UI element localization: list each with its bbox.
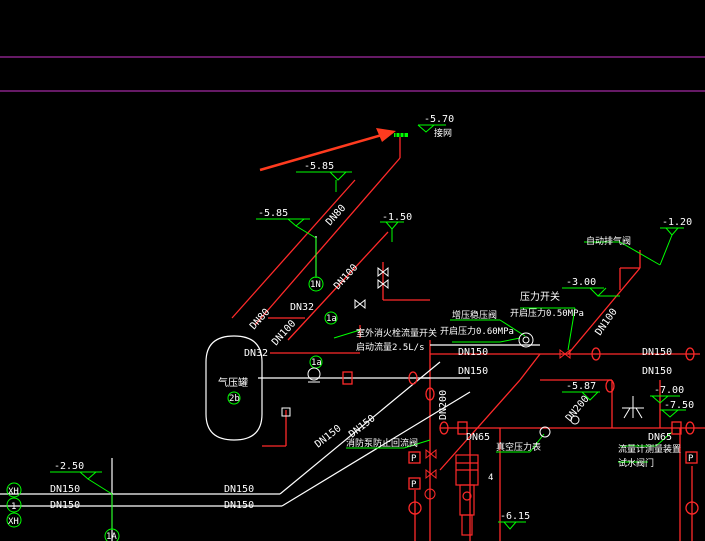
gate-valve-label: 试水阀门 (618, 457, 654, 469)
pipe-letter-b: XH (8, 517, 19, 527)
riser-tag: 1N (310, 280, 321, 290)
elevation-left-main: -2.50 (54, 461, 84, 472)
pipe-label-dn150-d: DN150 (642, 366, 672, 377)
exhaust-valve-label: 自动排气阀 (586, 235, 631, 247)
elevation-riser-top: -1.50 (382, 212, 412, 223)
red-pipe-network (231, 137, 705, 541)
elevation-right-mid: -3.00 (566, 277, 596, 288)
flow-switch-label-a: 室外消火栓流量开关 (356, 327, 437, 339)
separator-tag-2: 1a (311, 358, 322, 368)
red-fittings (342, 347, 699, 541)
tag-circles (6, 276, 338, 541)
pressure-switch-setting: 开启压力0.50MPa (510, 307, 584, 319)
green-leader-lines (50, 124, 686, 530)
pipe-label-dn150-b: DN150 (458, 366, 488, 377)
pipe-label-dn150-main1: DN150 (224, 484, 254, 495)
pipe-label-dn150-left2: DN150 (50, 500, 80, 511)
flow-switch-label-b: 启动流量2.5L/s (356, 341, 425, 353)
pressure-tank[interactable] (205, 335, 263, 441)
elevation-roof-tank: -5.70 (424, 114, 454, 125)
bottom-tag: 1A (106, 532, 117, 541)
elevation-riser-upper: -5.85 (304, 161, 334, 172)
pressure-gauge-label: 真空压力表 (496, 441, 541, 453)
tank-tag: 2b (229, 394, 240, 404)
check-valve-note: 消防泵防止回流阀 (346, 437, 418, 449)
pipe-letter-a: XH (8, 487, 19, 497)
elevation-right-top: -1.20 (662, 217, 692, 228)
elevation-right-b: -7.50 (664, 400, 694, 411)
red-callout-arrow (259, 128, 396, 172)
pipe-label-dn150-a: DN150 (458, 347, 488, 358)
pump-unit (455, 454, 479, 536)
pressure-switch-title: 压力开关 (520, 290, 560, 303)
pipe-label-dn200: DN200 (438, 390, 449, 420)
pipe-label-dn150-left1: DN150 (50, 484, 80, 495)
pressure-tank-label: 气压罐 (218, 376, 248, 389)
pipe-label-dn200-right: DN200 (564, 394, 592, 424)
pump-number: 4 (488, 473, 493, 483)
pipe-label-dn65-a: DN65 (466, 432, 490, 443)
pipe-label-dn150-far: DN150 (347, 413, 377, 440)
separator-tag: 1a (326, 314, 337, 324)
roof-tank-marker (394, 133, 408, 137)
pump-tag-2: P (411, 480, 417, 490)
pipe-label-dn100-branch: DN100 (332, 262, 360, 292)
pipe-num-1: 1 (11, 502, 16, 512)
white-pipe-network (0, 236, 540, 541)
pump-tag: P (411, 454, 417, 464)
elevation-roof-tank-note: 接网 (434, 127, 452, 139)
exhaust-fixture (622, 396, 644, 419)
relief-valve-label: 增压稳压阀 (452, 309, 497, 321)
elevation-riser-lower: -5.85 (258, 208, 288, 219)
pipe-label-dn150-c: DN150 (642, 347, 672, 358)
pipe-label-dn32-tank: DN32 (244, 348, 268, 359)
elevation-bottom: -6.15 (500, 511, 530, 522)
pump-tag-3: P (688, 454, 694, 464)
elevation-right-branch: -5.87 (566, 381, 596, 392)
pipe-label-dn80-riser: DN80 (324, 203, 348, 228)
pipe-label-dn65-b: DN65 (648, 432, 672, 443)
elevation-right-a: -7.00 (654, 385, 684, 396)
pipe-label-dn100-right: DN100 (593, 307, 619, 338)
pipe-label-dn150-e: DN150 (313, 423, 343, 450)
pipe-label-dn32-top: DN32 (290, 302, 314, 313)
relief-valve-setting: 开启压力0.60MPa (440, 325, 514, 337)
water-meter-label: 流量计测量装置 (618, 443, 681, 455)
valve-symbols (281, 266, 580, 500)
pipe-label-dn150-main2: DN150 (224, 500, 254, 511)
pipe-label-dn80-left: DN80 (248, 307, 272, 332)
